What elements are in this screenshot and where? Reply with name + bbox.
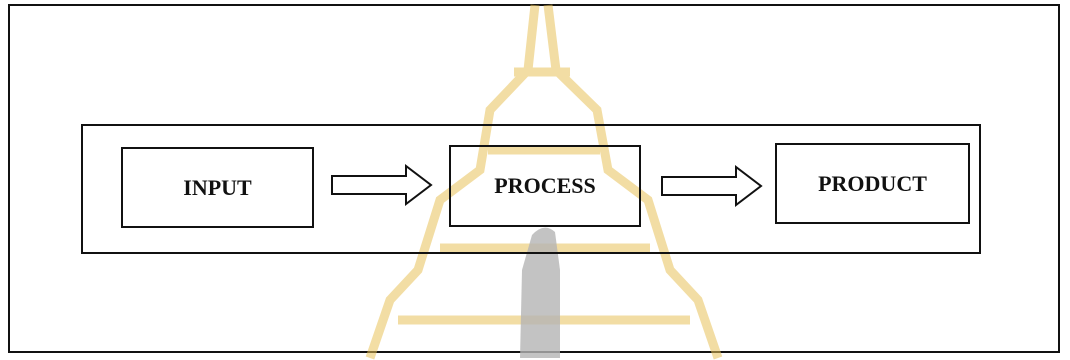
input-box: INPUT <box>121 147 314 228</box>
product-label: PRODUCT <box>818 170 927 196</box>
input-label: INPUT <box>183 174 252 200</box>
arrow-right-icon <box>331 164 433 206</box>
product-box: PRODUCT <box>775 143 970 224</box>
process-label: PROCESS <box>494 173 596 198</box>
inner-frame <box>81 124 981 254</box>
arrow-right-icon <box>661 165 763 207</box>
process-box: PROCESS <box>449 145 641 227</box>
